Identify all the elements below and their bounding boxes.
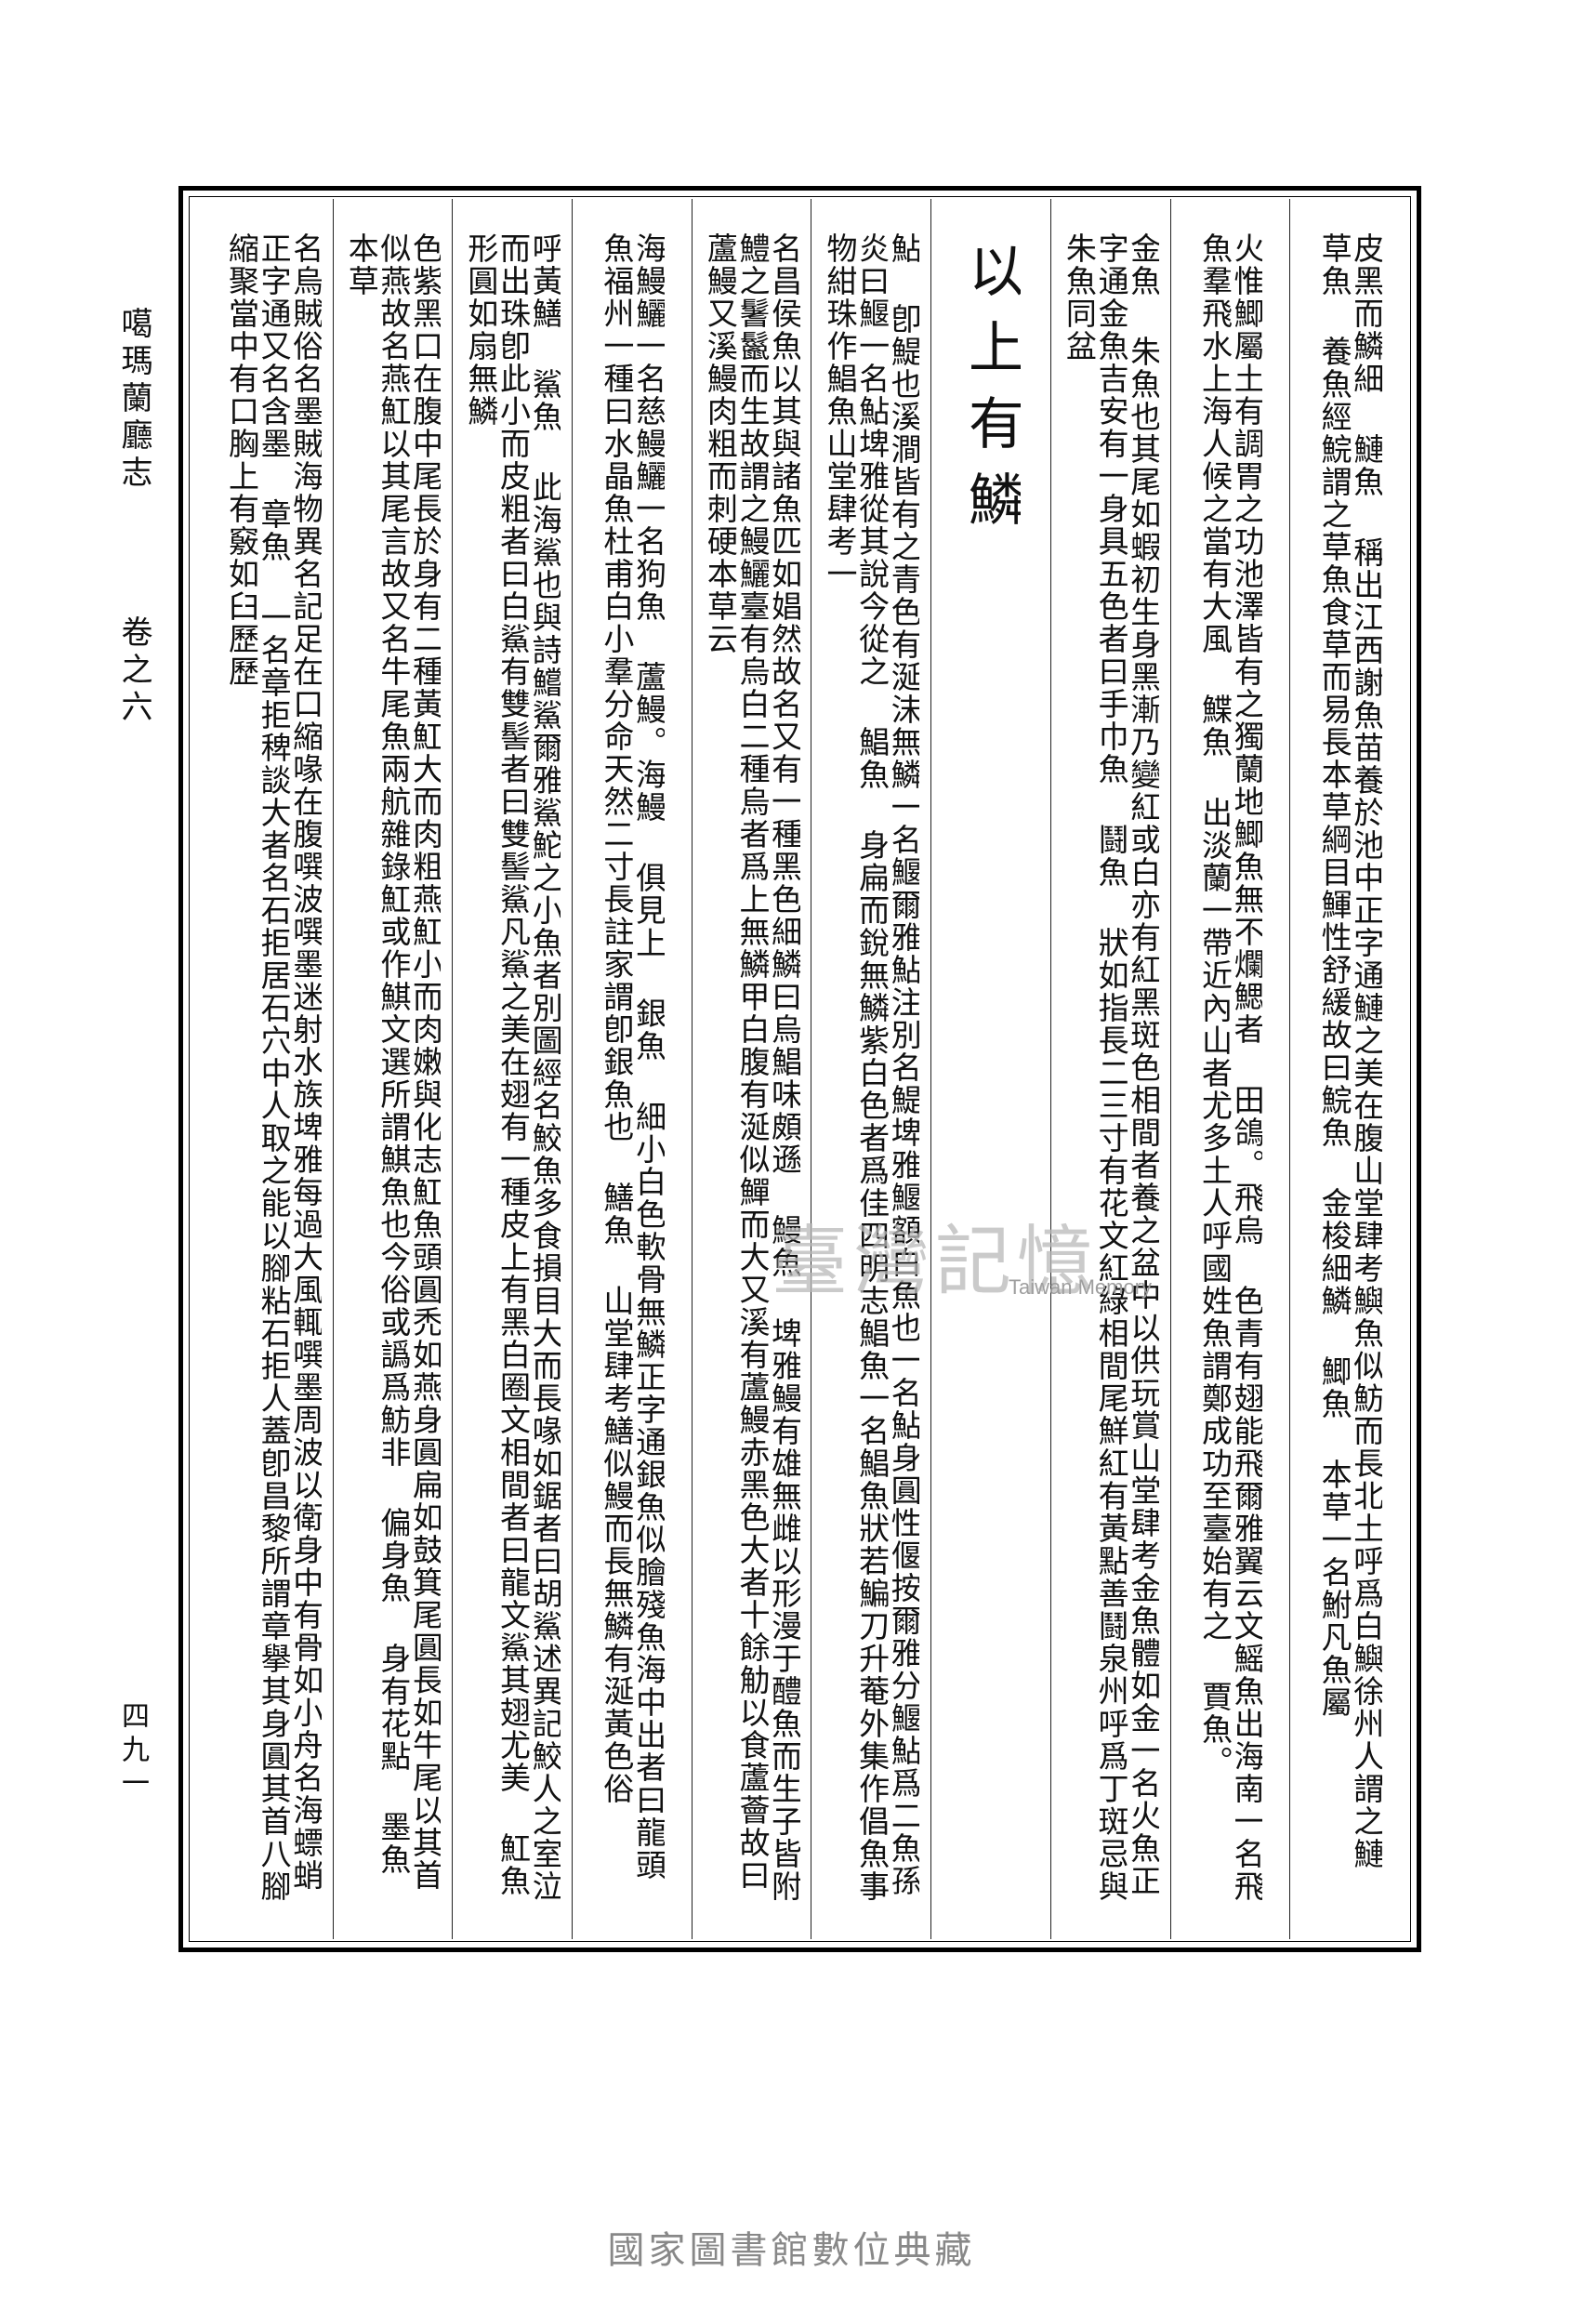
page-number: 四九一 <box>116 1701 149 1802</box>
text-columns: 皮黑而鱗細 鰱魚 稱出江西謝魚苗養於池中正字通鰱之美在腹山堂肆考鱮魚似魴而長北土… <box>214 199 1409 1939</box>
section-heading: 以上有鱗 <box>961 242 1021 547</box>
text-column-5: 鮎 卽鯷也溪澗皆有之青色有涎沫無鱗一名鰋爾雅鮎注別名鯷埤雅鰋額白魚也一名鮎身圓性… <box>811 199 930 1939</box>
section-heading-column: 以上有鱗 <box>930 199 1050 1939</box>
text-column-1: 皮黑而鱗細 鰱魚 稱出江西謝魚苗養於池中正字通鰱之美在腹山堂肆考鱮魚似魴而長北土… <box>1289 199 1409 1939</box>
watermark-subtext: Taiwan Memory <box>1009 1275 1153 1299</box>
watermark-logo: 臺灣記憶 <box>772 1218 1100 1306</box>
text-column-7: 海鰻鱺一名慈鰻鱺一名狗魚 蘆鰻。海鰻 俱見上 銀魚 細小白色軟骨無鱗正字通銀魚似… <box>572 199 692 1939</box>
text-column-8: 呼黃鱔 鯊魚 此海鯊也與詩鱨鯊爾雅鯊鮀之小魚者別圖經名鮫魚多食損目大而長喙如鋸者… <box>452 199 572 1939</box>
text-column-9: 色紫黑口在腹中尾長於身有二種黃魟大而肉粗燕魟小而肉嫩與化志魟魚頭圓禿如燕身圓扁如… <box>332 199 453 1939</box>
text-column-10: 名烏賊俗名墨賊海物異名記足在口縮喙在腹噀波噀墨迷射水族埤雅每過大風輒噀墨周波以衛… <box>224 232 322 1903</box>
footer-credit: 國家圖書館數位典藏 <box>607 2229 976 2272</box>
page-border <box>178 186 1421 1952</box>
volume-label: 卷之六 <box>115 615 152 727</box>
text-column-3: 金魚 朱魚也其尾如蝦初生身黑漸乃變紅或白亦有紅黑斑色相間者養之盆中以供玩賞山堂肆… <box>1049 199 1170 1939</box>
text-column-2: 火惟鯽屬土有調胃之功池澤皆有之獨蘭地鯽魚無不爛鰓者 田鴿。飛烏 色青有翅能飛爾雅… <box>1169 199 1290 1939</box>
text-column-6: 名昌侯魚以其與諸魚匹如娼然故名又有一種黑色細鱗曰烏鯧味頗遜 鰻魚 埤雅鰻有雄無雌… <box>691 199 811 1939</box>
book-title: 噶瑪蘭廳志 <box>115 307 152 493</box>
running-header: 噶瑪蘭廳志 卷之六 <box>112 307 157 727</box>
